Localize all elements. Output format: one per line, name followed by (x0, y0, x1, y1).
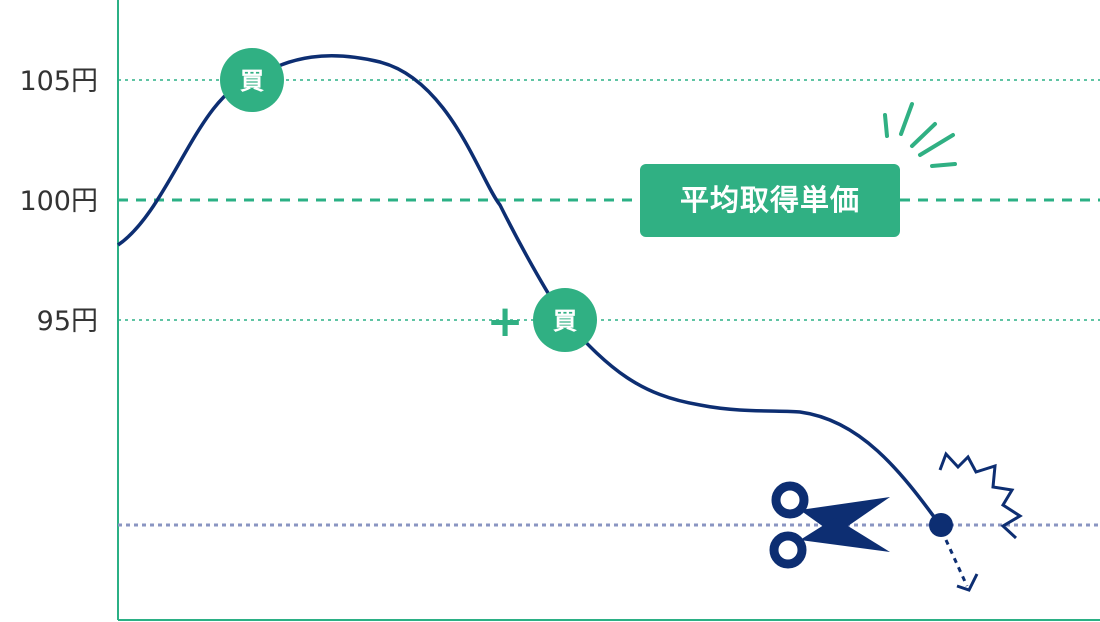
buy-marker-1: 買 (220, 48, 284, 112)
jagged-burst-icon (938, 451, 1023, 540)
sparkle-lines-icon (883, 102, 957, 168)
scissors-icon (769, 481, 890, 569)
average-cost-text: 平均取得単価 (680, 183, 860, 217)
average-cost-label: 平均取得単価 (640, 164, 900, 237)
price-endpoint-dot (929, 513, 953, 537)
y-tick-100: 100円 (19, 186, 98, 217)
buy-badge-label-2: 買 (553, 307, 577, 335)
price-line (117, 54, 942, 527)
buy-marker-2: 買 (533, 288, 597, 352)
y-tick-105: 105円 (19, 66, 98, 97)
down-arrow-icon (944, 539, 979, 592)
buy-badge-circle (220, 48, 284, 112)
average-cost-box (640, 164, 900, 237)
buy-badge-label-1: 買 (240, 67, 264, 95)
y-tick-95: 95円 (37, 306, 98, 337)
buy-badge-circle (533, 288, 597, 352)
plus-sign: + (487, 296, 524, 347)
